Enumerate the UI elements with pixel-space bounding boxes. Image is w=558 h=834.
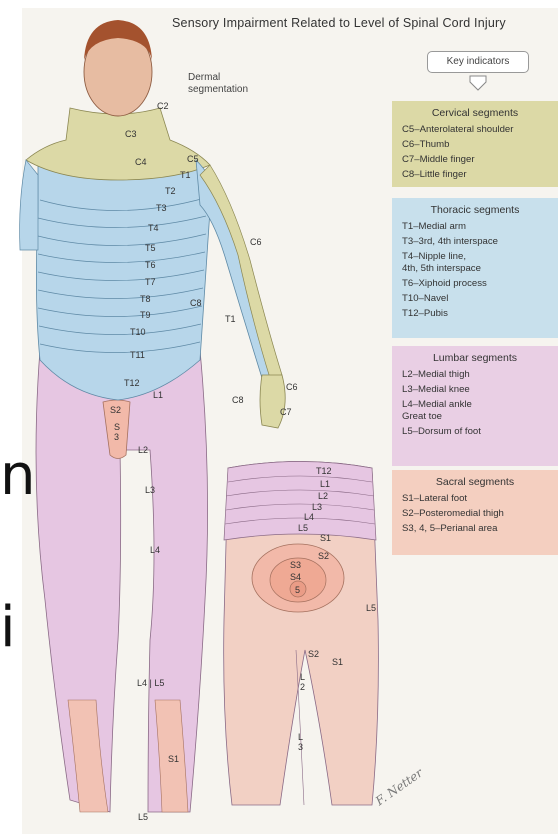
label-t1-arm: T1 [225, 314, 236, 324]
label-t10: T10 [130, 327, 146, 337]
label-t6: T6 [145, 260, 156, 270]
label-l4-l5: L4 | L5 [137, 678, 164, 688]
label-c7-hand: C7 [280, 407, 292, 417]
label-l3: L3 [145, 485, 155, 495]
label-s2: S2 [110, 405, 121, 415]
label-t12: T12 [124, 378, 140, 388]
back-label-s5: 5 [295, 585, 300, 595]
back-label-s1-low: S1 [332, 657, 343, 667]
label-c8-arm: C8 [190, 298, 202, 308]
label-c5: C5 [187, 154, 199, 164]
front-torso-thoracic [36, 160, 210, 400]
label-c4: C4 [135, 157, 147, 167]
label-c8-hand: C8 [232, 395, 244, 405]
label-c2: C2 [157, 101, 169, 111]
label-t9: T9 [140, 310, 151, 320]
back-label-s2-low: S2 [308, 649, 319, 659]
label-l2: L2 [138, 445, 148, 455]
label-t1: T1 [180, 170, 191, 180]
back-label-s1: S1 [320, 533, 331, 543]
back-label-s4: S4 [290, 572, 301, 582]
back-label-l3: L3 [312, 502, 322, 512]
back-label-l5-side: L5 [366, 603, 376, 613]
back-label-t12: T12 [316, 466, 332, 476]
label-l4: L4 [150, 545, 160, 555]
back-label-l5: L5 [298, 523, 308, 533]
label-t7: T7 [145, 277, 156, 287]
label-t5: T5 [145, 243, 156, 253]
front-right-arm [196, 160, 270, 378]
label-c6-hand: C6 [286, 382, 298, 392]
label-c3: C3 [125, 129, 137, 139]
back-label-s2: S2 [318, 551, 329, 561]
label-l5: L5 [138, 812, 148, 822]
label-l1: L1 [153, 390, 163, 400]
label-c6-arm: C6 [250, 237, 262, 247]
label-t2: T2 [165, 186, 176, 196]
label-t8: T8 [140, 294, 151, 304]
label-s1: S1 [168, 754, 179, 764]
front-right-hand [260, 375, 285, 428]
label-t3: T3 [156, 203, 167, 213]
back-label-l1: L1 [320, 479, 330, 489]
back-label-l4: L4 [304, 512, 314, 522]
back-label-l2: L2 [318, 491, 328, 501]
front-left-arm [20, 160, 38, 250]
label-t11: T11 [130, 350, 145, 360]
label-t4: T4 [148, 223, 159, 233]
back-label-s3: S3 [290, 560, 301, 570]
